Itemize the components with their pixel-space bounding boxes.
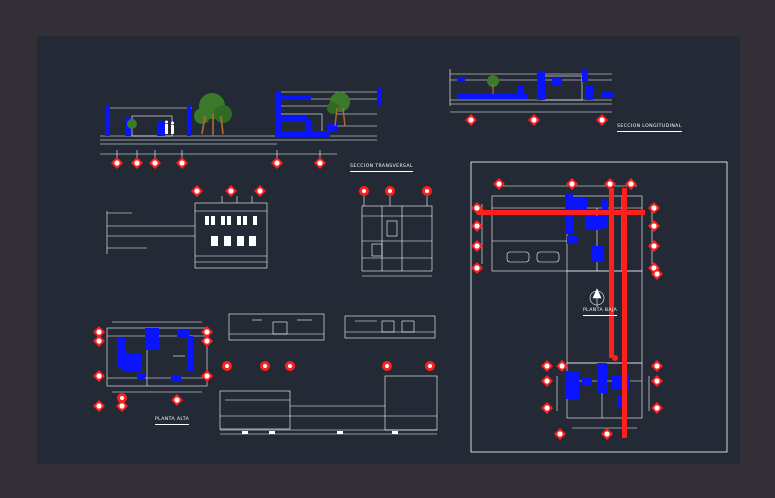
axis-marker-center bbox=[194, 188, 200, 194]
label-seccion-longitudinal: SECCION LONGITUDINAL bbox=[617, 124, 682, 132]
axis-marker-center bbox=[179, 160, 185, 166]
tree-icon bbox=[327, 92, 350, 127]
axis-marker-center bbox=[651, 205, 657, 211]
axis-marker-center bbox=[607, 181, 613, 187]
axis-marker-center bbox=[204, 373, 210, 379]
north-arrow-icon bbox=[589, 288, 605, 307]
planta-baja-sheet-frame bbox=[470, 161, 728, 453]
axis-marker-center bbox=[385, 364, 389, 368]
cad-drawing bbox=[93, 69, 728, 453]
cad-drawing-viewport[interactable]: SECCION LONGITUDINAL SECCION TRANSVERSAL… bbox=[37, 36, 740, 464]
axis-marker-center bbox=[654, 378, 660, 384]
front-elevation bbox=[106, 196, 268, 269]
axis-marker-center bbox=[599, 117, 605, 123]
side-elevation-b bbox=[344, 315, 436, 339]
section-transversal-drawing bbox=[361, 196, 433, 277]
axis-markers bbox=[93, 114, 663, 440]
axis-marker-center bbox=[114, 160, 120, 166]
axis-marker-center bbox=[474, 243, 480, 249]
axis-marker-center bbox=[119, 403, 125, 409]
axis-marker-center bbox=[569, 181, 575, 187]
axis-marker-center bbox=[228, 188, 234, 194]
axis-marker-center bbox=[120, 396, 124, 400]
axis-marker-center bbox=[225, 364, 229, 368]
axis-marker-center bbox=[257, 188, 263, 194]
planta-alta-blue bbox=[117, 328, 193, 382]
axis-marker-center bbox=[544, 363, 550, 369]
section-longitudinal-blue bbox=[457, 70, 614, 100]
planta-baja-blue bbox=[565, 194, 630, 408]
axis-marker-center bbox=[651, 243, 657, 249]
tree-icon bbox=[127, 119, 137, 129]
side-elevation-a bbox=[228, 313, 325, 341]
axis-marker-center bbox=[544, 405, 550, 411]
front-elevation-windows bbox=[205, 216, 257, 246]
axis-marker-center bbox=[274, 160, 280, 166]
axis-marker-center bbox=[388, 189, 392, 193]
axis-marker-center bbox=[362, 189, 366, 193]
planta-baja-red-axes bbox=[477, 188, 645, 438]
axis-marker-center bbox=[134, 160, 140, 166]
axis-marker-center bbox=[204, 338, 210, 344]
axis-marker-center bbox=[474, 205, 480, 211]
axis-marker-center bbox=[559, 363, 565, 369]
axis-marker-center bbox=[544, 378, 550, 384]
long-elevation-dims bbox=[242, 431, 398, 434]
axis-marker-center bbox=[604, 431, 610, 437]
axis-marker-center bbox=[96, 373, 102, 379]
axis-marker-center bbox=[628, 181, 634, 187]
axis-marker-center bbox=[204, 329, 210, 335]
elevation-persons bbox=[165, 120, 174, 134]
axis-marker-center bbox=[654, 363, 660, 369]
axis-marker-center bbox=[263, 364, 267, 368]
axis-marker-center bbox=[557, 431, 563, 437]
axis-marker-center bbox=[96, 403, 102, 409]
axis-marker-center bbox=[152, 160, 158, 166]
axis-marker-center bbox=[425, 189, 429, 193]
axis-marker-center bbox=[651, 223, 657, 229]
label-seccion-transversal: SECCION TRANSVERSAL bbox=[350, 164, 413, 172]
axis-marker-center bbox=[651, 265, 657, 271]
axis-marker-center bbox=[96, 338, 102, 344]
tree-icon bbox=[194, 93, 232, 136]
axis-marker-center bbox=[474, 265, 480, 271]
label-planta-baja: PLANTA BAJA bbox=[583, 308, 618, 316]
axis-marker-center bbox=[474, 223, 480, 229]
tree-icon bbox=[487, 75, 499, 94]
axis-marker-center bbox=[428, 364, 432, 368]
axis-marker-center bbox=[496, 181, 502, 187]
axis-marker-center bbox=[288, 364, 292, 368]
axis-marker-center bbox=[531, 117, 537, 123]
axis-marker-center bbox=[96, 329, 102, 335]
label-planta-alta: PLANTA ALTA bbox=[155, 417, 190, 425]
long-elevation bbox=[219, 375, 438, 435]
axis-marker-center bbox=[654, 271, 660, 277]
axis-marker-center bbox=[174, 397, 180, 403]
axis-marker-center bbox=[468, 117, 474, 123]
axis-marker-center bbox=[317, 160, 323, 166]
axis-marker-center bbox=[654, 405, 660, 411]
